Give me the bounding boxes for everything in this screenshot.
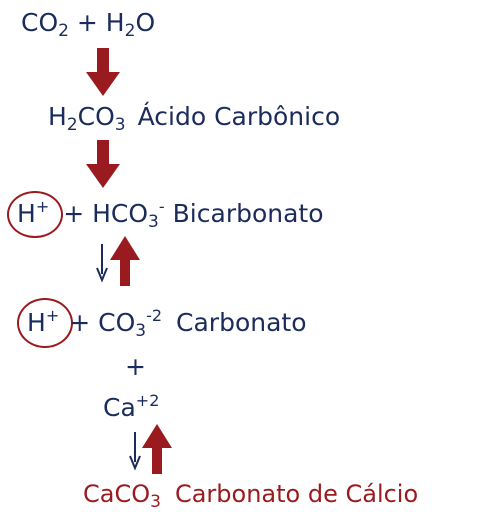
arrow-down-thin-1-icon [96,244,108,283]
arrow-down-2-icon [86,140,120,188]
bicarbonate-name: Bicarbonato [172,199,324,228]
calcium-charge: +2 [135,391,160,410]
hydrogen-ion-text: H [17,199,36,228]
arrow-down-thin-2-icon [129,432,141,471]
co-text: CO [21,8,59,37]
bicarbonate-line: H+ + HCO3-Bicarbonato [17,197,324,232]
plus-co-text: + CO [69,308,136,337]
co3-subscript: 3 [114,115,126,135]
arrow-down-1-icon [86,48,120,96]
h-text: H [48,102,67,131]
co-text: CO [77,102,115,131]
carbonate-line: H+ + CO3-2 Carbonato [27,306,307,341]
hco3-subscript: 3 [148,212,159,232]
co2-subscript: 2 [58,21,69,41]
plus-hco-text: + HCO [63,199,149,228]
carbonate-charge: -2 [146,306,163,325]
arrow-up-bold-1-icon [110,236,140,286]
hydrogen-ion-circle-1 [7,191,63,238]
carbonic-acid-line: H2CO3 Ácido Carbônico [48,102,340,135]
calcium-carbonate-name: Carbonato de Cálcio [174,480,419,508]
hydrogen-charge: + [45,306,60,325]
caco-text: CaCO [83,480,151,508]
plus-sign: + [125,352,146,381]
bicarbonate-charge: - [158,197,165,216]
carbonic-acid-name: Ácido Carbônico [137,102,341,131]
arrow-up-bold-2-icon [142,424,172,474]
o-text: O [135,8,156,37]
carbonate-name: Carbonato [176,308,307,337]
co3-subscript: 3 [135,321,147,341]
hydrogen-ion-circle-2 [17,298,73,348]
h2-subscript: 2 [66,115,78,135]
reactants-line: CO2 + H2O [21,8,155,41]
plus-h-text: + H [68,8,125,37]
caco3-subscript: 3 [150,492,161,512]
calcium-ion: Ca+2 [103,391,160,426]
hydrogen-ion-text: H [27,308,46,337]
h2-subscript: 2 [124,21,136,41]
hydrogen-charge: + [35,197,50,216]
calcium-carbonate-line: CaCO3 Carbonato de Cálcio [83,479,418,512]
calcium-text: Ca [103,393,136,422]
